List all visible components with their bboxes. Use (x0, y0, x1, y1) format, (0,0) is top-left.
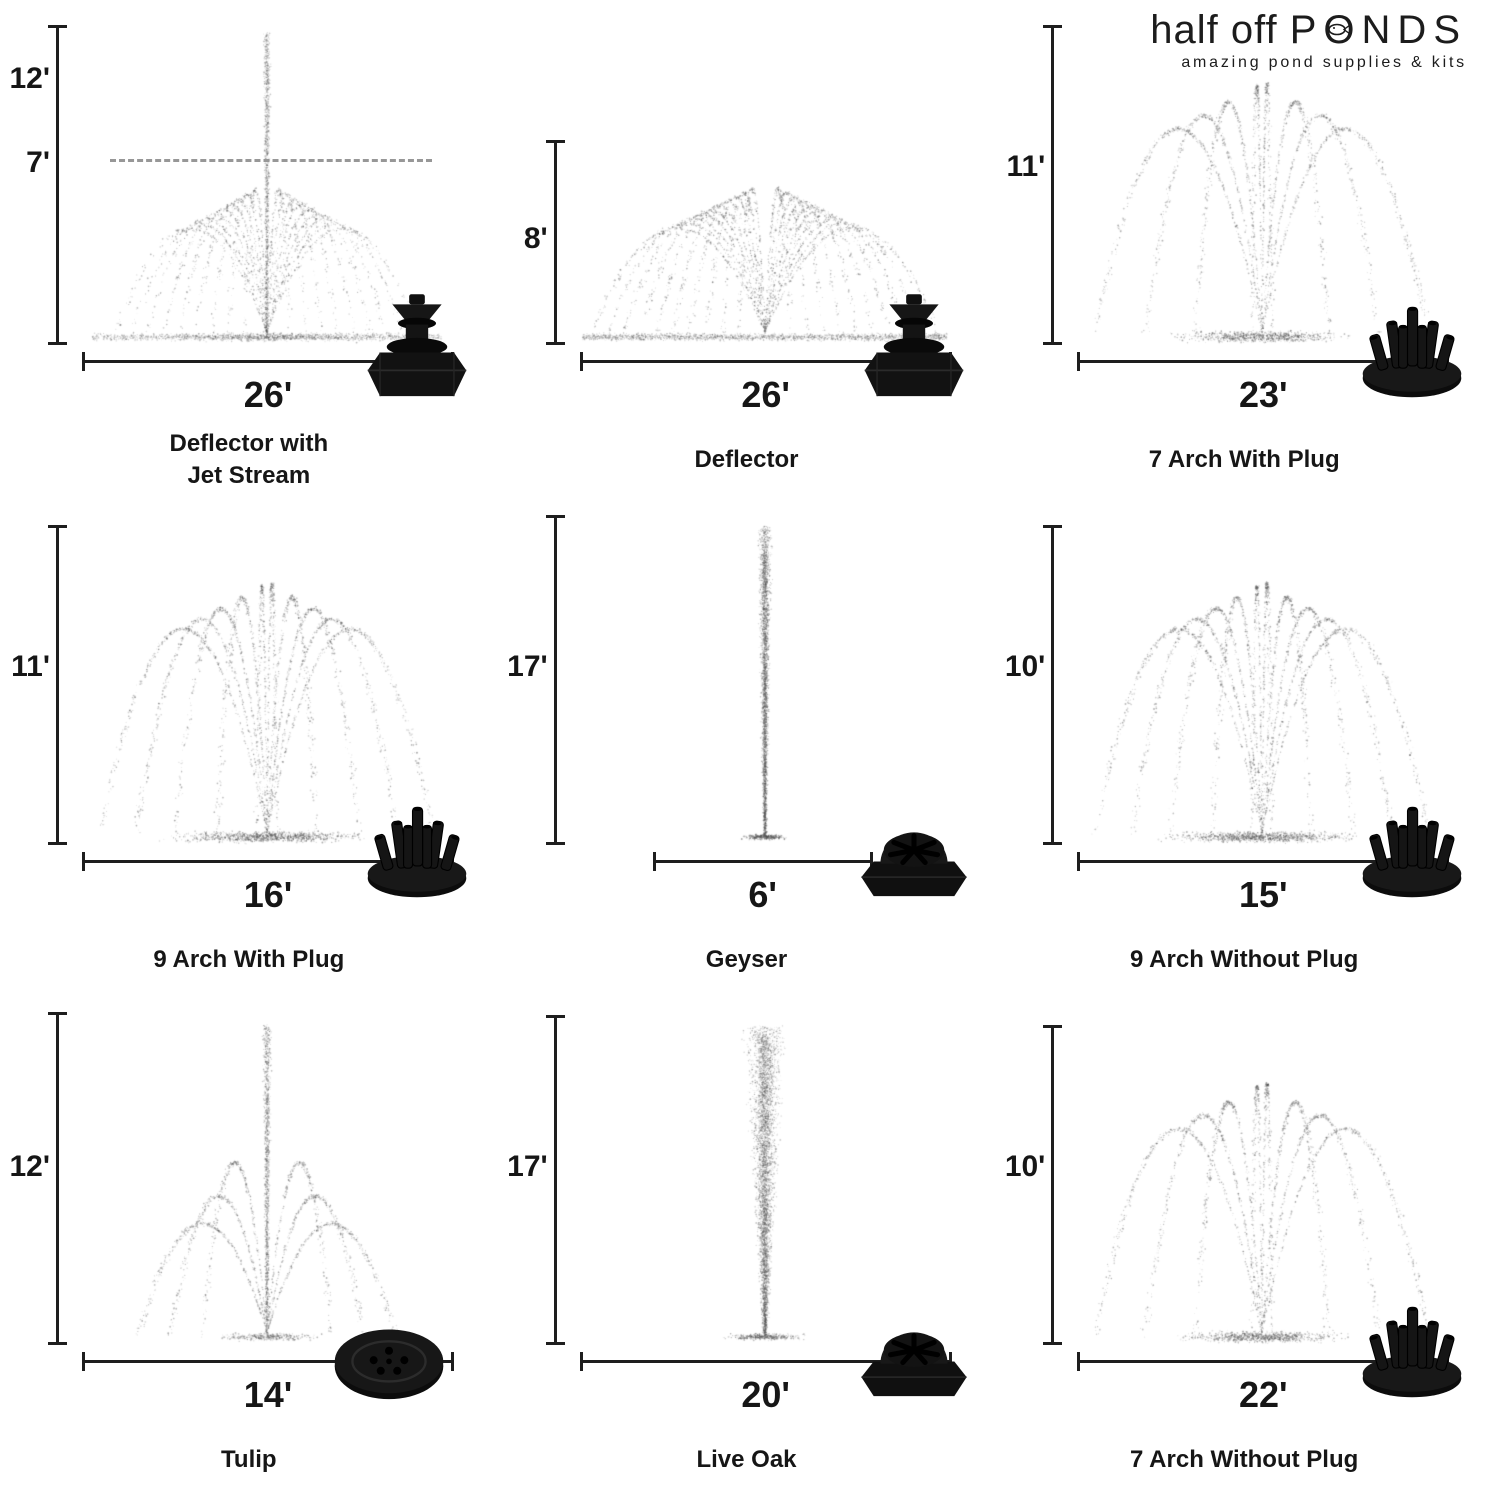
height-label: 12' (0, 62, 50, 96)
height-dimension-line (554, 515, 557, 845)
nozzle-image (358, 292, 476, 404)
height-label: 8' (498, 222, 548, 256)
fountain-cell-live-oak: 17' 20' Live Oak (498, 1000, 996, 1500)
height-dimension-line (1051, 1025, 1054, 1345)
fountain-name: 9 Arch Without Plug (1003, 944, 1485, 976)
fountain-cell-7-arch-without-plug: 10' 22' 7 Arch Without Plug (995, 1000, 1493, 1500)
nozzle-image (1353, 1292, 1471, 1404)
height-label: 17' (498, 1150, 548, 1184)
fountain-cell-deflector: 8' 26' Deflector (498, 0, 996, 500)
height-dimension-line (1051, 25, 1054, 345)
fountain-name: 7 Arch Without Plug (1003, 1444, 1485, 1476)
fountain-cell-7-arch-with-plug: 11' 23' 7 Arch With Plug (995, 0, 1493, 500)
height-dimension-line (554, 140, 557, 345)
fountain-cell-tulip: 12' 14' Tulip (0, 1000, 498, 1500)
fountain-name: Deflector (506, 444, 988, 476)
fountain-name: Tulip (8, 1444, 490, 1476)
height-label: 10' (995, 1150, 1045, 1184)
fish-icon (1327, 22, 1351, 37)
fountain-cell-deflector-with-jet: 12' 7' 26' Deflector withJet Stream (0, 0, 498, 500)
nozzle-image (855, 792, 973, 904)
height-dimension-line (56, 525, 59, 845)
fountain-name: Geyser (506, 944, 988, 976)
height-dimension-line (56, 1012, 59, 1345)
fountain-name: 7 Arch With Plug (1003, 444, 1485, 476)
spray-illustration (77, 1012, 457, 1345)
height-dimension-line (1051, 525, 1054, 845)
brand-logo: half off PONDS amazing pond supplies & k… (1150, 8, 1467, 72)
fountain-cell-9-arch-without-plug: 10' 15' 9 Arch Without Plug (995, 500, 1493, 1000)
nozzle-image (320, 1300, 458, 1418)
height-label: 11' (0, 650, 50, 684)
height-label: 12' (0, 1150, 50, 1184)
fountain-name: Live Oak (506, 1444, 988, 1476)
height-label: 10' (995, 650, 1045, 684)
fountain-cell-geyser: 17' 6' Geyser (498, 500, 996, 1000)
nozzle-image (358, 792, 476, 904)
brand-name-light: half off (1150, 8, 1289, 52)
umbrella-height-dashed-line (110, 159, 432, 162)
nozzle-image (855, 1292, 973, 1404)
brand-name-caps: PONDS (1290, 8, 1467, 52)
fountain-cell-9-arch-with-plug: 11' 16' 9 Arch With Plug (0, 500, 498, 1000)
height-dimension-line (56, 25, 59, 345)
height-dimension-line (554, 1015, 557, 1345)
nozzle-image (1353, 792, 1471, 904)
height-label: 11' (995, 150, 1045, 184)
width-dimension-line (653, 860, 873, 863)
height-label: 17' (498, 650, 548, 684)
nozzle-image (855, 292, 973, 404)
brand-name: half off PONDS (1150, 8, 1467, 52)
width-label: 6' (653, 874, 873, 916)
umbrella-height-label: 7' (0, 146, 50, 180)
fountain-name: 9 Arch With Plug (8, 944, 490, 976)
fountain-name: Deflector withJet Stream (8, 428, 490, 493)
brand-tagline: amazing pond supplies & kits (1150, 54, 1467, 72)
nozzle-image (1353, 292, 1471, 404)
